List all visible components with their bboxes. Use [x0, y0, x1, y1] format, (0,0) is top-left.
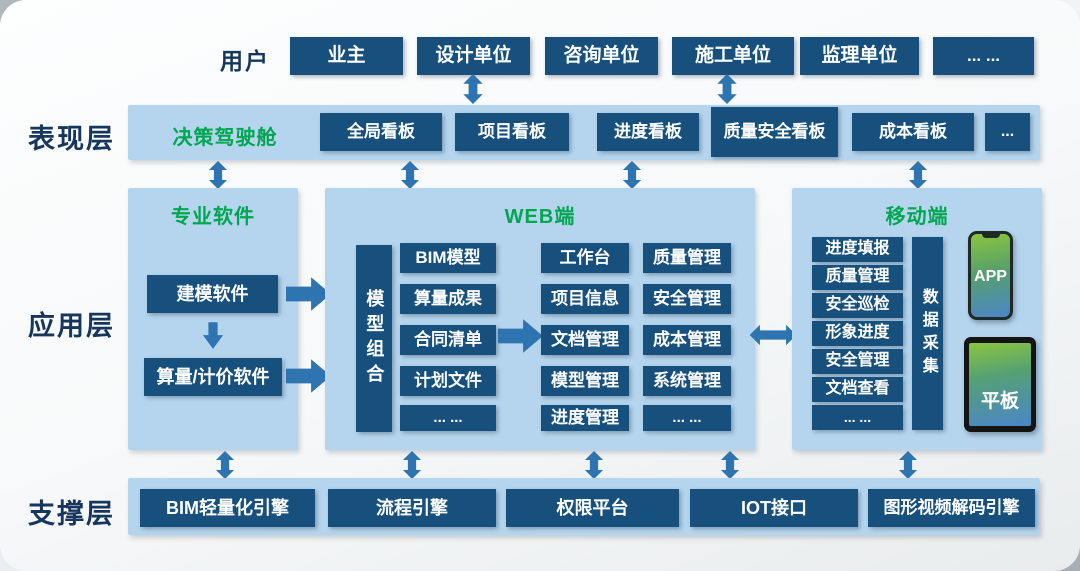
board-cost: 成本看板	[852, 113, 974, 151]
web-source-more: ... ...	[400, 405, 496, 431]
tablet-label: 平板	[980, 391, 1019, 413]
board-progress: 进度看板	[597, 113, 699, 151]
user-box-construction-unit: 施工单位	[672, 37, 794, 75]
user-box-more: ... ...	[933, 37, 1034, 75]
double-arrow-application-support-2	[402, 451, 422, 479]
user-box-design-unit: 设计单位	[417, 37, 530, 75]
double-arrow-application-support-3	[584, 451, 604, 479]
right-arrow-professional-to-web-2	[286, 359, 331, 393]
user-box-supervision-unit: 监理单位	[800, 37, 919, 75]
board-more: ...	[985, 113, 1030, 151]
professional-software-panel	[128, 188, 298, 450]
support-bim-engine: BIM轻量化引擎	[140, 489, 315, 527]
board-quality-safety: 质量安全看板	[711, 107, 838, 157]
support-video-decode-engine: 图形视频解码引擎	[868, 489, 1035, 527]
smartphone-notch	[981, 234, 1000, 238]
smartphone-label: APP	[974, 268, 1007, 286]
users-row-label: 用户	[220, 48, 270, 74]
web-module-safety-mgmt: 安全管理	[643, 284, 731, 314]
web-module-quality-mgmt: 质量管理	[643, 243, 731, 273]
web-module-project-info: 项目信息	[541, 284, 629, 314]
web-module-document-mgmt: 文档管理	[541, 325, 629, 355]
double-arrow-presentation-application-2	[400, 161, 420, 189]
double-arrow-presentation-application-1	[208, 161, 228, 189]
web-source-bim-model: BIM模型	[400, 243, 496, 273]
decision-cockpit-title: 决策驾驶舱	[172, 127, 278, 149]
web-source-contract-list: 合同清单	[400, 325, 496, 355]
double-arrow-application-support-1	[215, 451, 235, 479]
data-collection-box: 数据采集	[912, 237, 943, 430]
modeling-software-box: 建模软件	[147, 275, 278, 313]
web-module-more: ... ...	[643, 405, 731, 431]
mobile-title: 移动端	[885, 206, 949, 228]
support-workflow-engine: 流程引擎	[328, 489, 496, 527]
smartphone-screen	[971, 234, 1010, 317]
web-module-workbench: 工作台	[541, 243, 629, 273]
web-source-quantity-result: 算量成果	[400, 284, 496, 314]
user-box-consulting-unit: 咨询单位	[545, 37, 658, 75]
web-module-progress-mgmt: 进度管理	[541, 405, 629, 431]
double-arrow-presentation-application-4	[908, 161, 928, 189]
model-combination-box: 模型组合	[356, 245, 392, 432]
web-module-system-mgmt: 系统管理	[643, 366, 731, 396]
right-arrow-sources-to-modules	[498, 319, 543, 353]
double-arrow-presentation-application-3	[622, 161, 642, 189]
double-arrow-application-support-5	[898, 451, 918, 479]
board-project: 项目看板	[455, 113, 569, 151]
tablet-illustration: 平板	[964, 337, 1036, 432]
mobile-fn-document-view: 文档查看	[812, 377, 903, 402]
web-module-model-mgmt: 模型管理	[541, 366, 629, 396]
support-layer-label: 支撑层	[28, 499, 115, 529]
mobile-fn-safety-mgmt: 安全管理	[812, 349, 903, 374]
web-source-plan-file: 计划文件	[400, 366, 496, 396]
support-permission-platform: 权限平台	[506, 489, 679, 527]
support-iot-interface: IOT接口	[690, 489, 858, 527]
tablet-screen	[969, 343, 1031, 426]
presentation-layer-label: 表现层	[28, 124, 115, 154]
mobile-fn-more: ... ...	[812, 405, 903, 430]
double-arrow-web-mobile	[749, 324, 797, 346]
right-arrow-professional-to-web-1	[286, 277, 331, 311]
user-box-owner: 业主	[290, 37, 403, 75]
double-arrow-users-presentation-1	[463, 74, 483, 104]
down-arrow-modeling-to-costing	[202, 322, 224, 349]
mobile-fn-safety-inspection: 安全巡检	[812, 293, 903, 318]
double-arrow-users-presentation-2	[717, 74, 737, 104]
double-arrow-application-support-4	[720, 451, 740, 479]
mobile-fn-quality-mgmt: 质量管理	[812, 265, 903, 290]
web-title: WEB端	[504, 206, 576, 228]
board-global: 全局看板	[320, 113, 442, 151]
professional-software-title: 专业软件	[171, 206, 255, 228]
smartphone-illustration: APP	[968, 231, 1013, 320]
costing-software-box: 算量/计价软件	[144, 358, 282, 396]
web-module-cost-mgmt: 成本管理	[643, 325, 731, 355]
application-layer-label: 应用层	[28, 311, 115, 341]
mobile-fn-progress-report: 进度填报	[812, 237, 903, 262]
mobile-fn-visual-progress: 形象进度	[812, 321, 903, 346]
